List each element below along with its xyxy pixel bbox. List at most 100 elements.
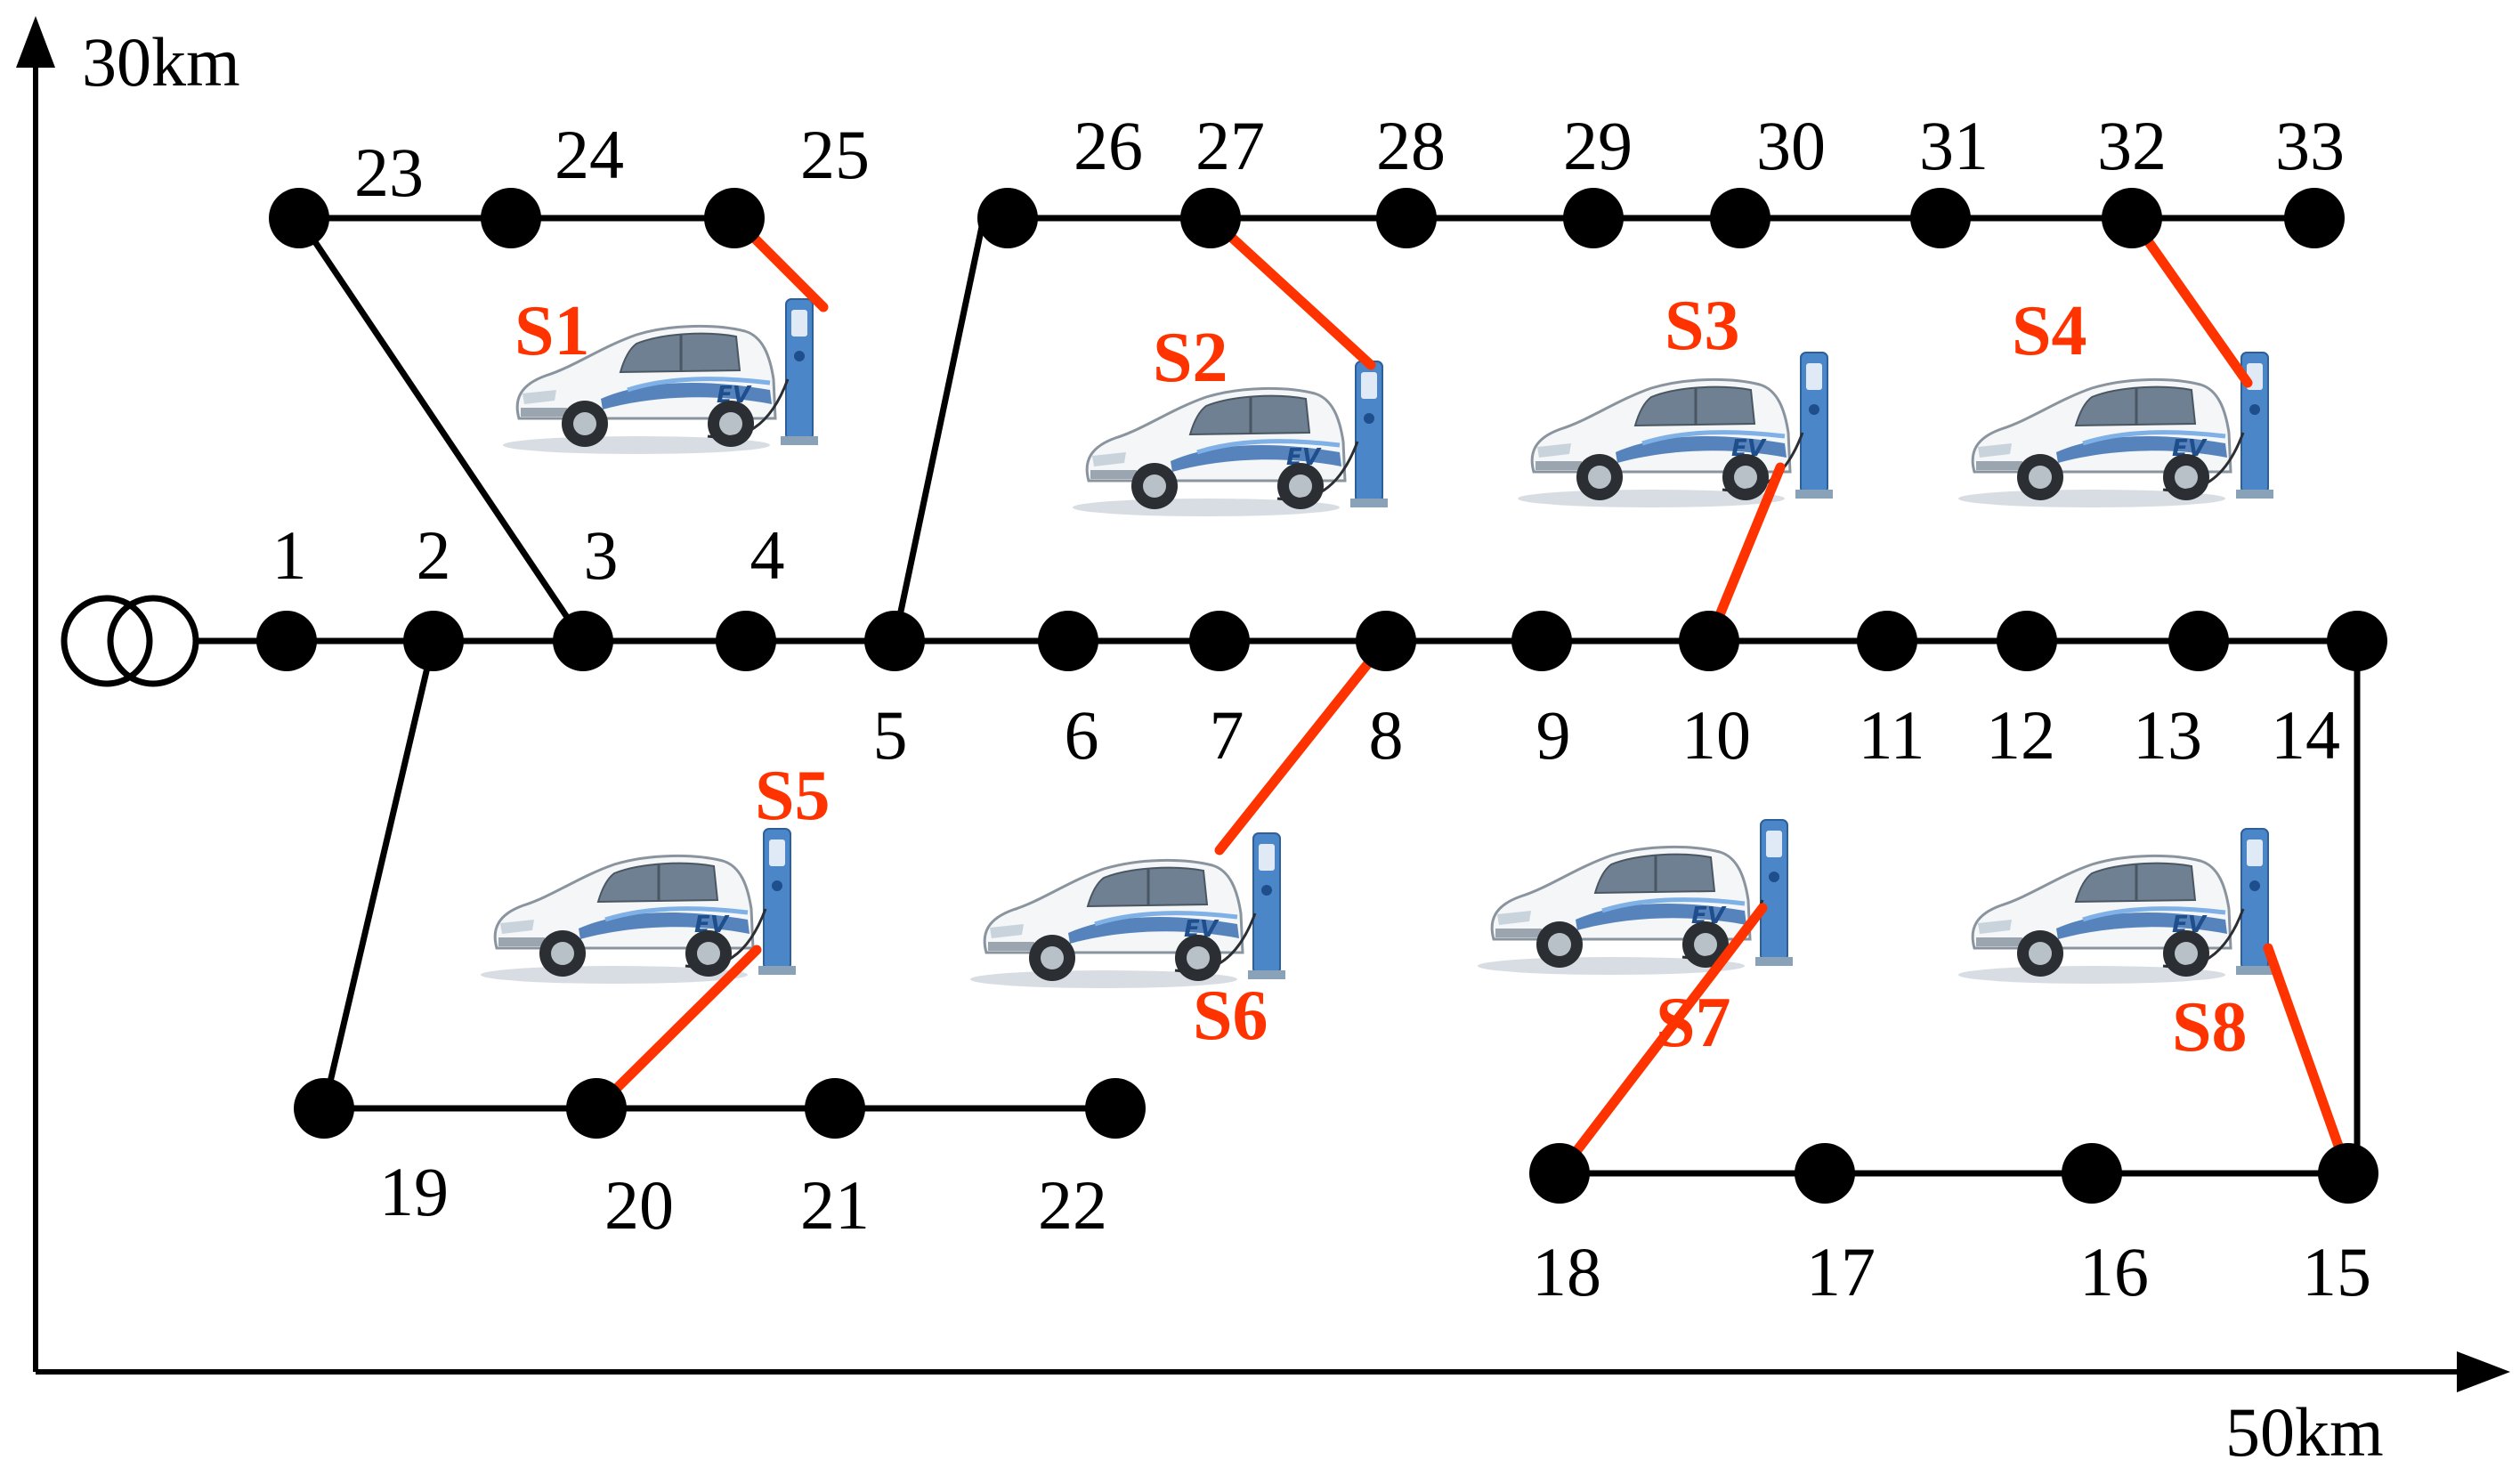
bus-label-22: 22 [1038, 1166, 1107, 1244]
bus-node-2 [403, 611, 464, 671]
station-label-s1: S1 [515, 292, 590, 370]
station-label-s3: S3 [1665, 287, 1740, 365]
bus-label-10: 10 [1681, 696, 1751, 774]
y-axis-label: 30km [82, 23, 240, 101]
y-axis-arrowhead [16, 16, 55, 68]
ev-charging-station-icon [1958, 829, 2273, 984]
bus-label-27: 27 [1195, 107, 1265, 184]
station-links [591, 213, 2354, 1179]
bus-label-30: 30 [1756, 107, 1826, 184]
station-link-s4 [2127, 213, 2253, 388]
bus-node-33 [2284, 188, 2345, 248]
ev-charging-station-icon [1073, 361, 1388, 516]
bus-node-16 [2062, 1143, 2122, 1204]
station-label-s5: S5 [755, 757, 831, 835]
bus-label-2: 2 [417, 516, 451, 594]
bus-label-19: 19 [379, 1153, 449, 1230]
bus-label-13: 13 [2133, 696, 2202, 774]
bus-nodes [256, 188, 2387, 1204]
bus-label-18: 18 [1532, 1233, 1601, 1310]
bus-node-21 [805, 1078, 865, 1139]
x-axis-label: 50km [2225, 1393, 2384, 1468]
line-3-23 [296, 216, 586, 643]
bus-label-17: 17 [1806, 1233, 1876, 1310]
bus-label-3: 3 [584, 516, 619, 594]
bus-node-31 [1910, 188, 1971, 248]
station-link-s7 [1554, 903, 1768, 1179]
bus-node-15 [2318, 1143, 2378, 1204]
bus-label-23: 23 [354, 134, 424, 211]
x-axis-arrowhead [2457, 1351, 2510, 1392]
bus-label-31: 31 [1919, 107, 1989, 184]
bus-label-9: 9 [1536, 696, 1571, 774]
station-link-s2 [1205, 213, 1376, 370]
bus-node-5 [864, 611, 925, 671]
bus-label-28: 28 [1376, 107, 1446, 184]
bus-label-12: 12 [1986, 696, 2055, 774]
bus-label-24: 24 [555, 116, 624, 193]
bus-label-7: 7 [1210, 696, 1244, 774]
bus-label-8: 8 [1369, 696, 1404, 774]
station-label-s6: S6 [1193, 977, 1268, 1055]
bus-node-1 [256, 611, 317, 671]
bus-label-1: 1 [272, 516, 307, 594]
bus-label-16: 16 [2079, 1233, 2149, 1310]
bus-node-20 [566, 1078, 627, 1139]
bus-node-9 [1511, 611, 1572, 671]
bus-node-29 [1563, 188, 1624, 248]
station-label-s2: S2 [1153, 319, 1228, 397]
bus-label-5: 5 [873, 696, 908, 774]
bus-label-33: 33 [2275, 107, 2345, 184]
bus-node-13 [2168, 611, 2229, 671]
line-2-19 [320, 640, 437, 1109]
bus-node-3 [553, 611, 613, 671]
bus-node-8 [1356, 611, 1416, 671]
line-14-15 [2348, 641, 2361, 1177]
bus-label-21: 21 [800, 1166, 870, 1244]
ev-charging-station-icon [970, 833, 1285, 988]
station-label-s4: S4 [2012, 292, 2087, 370]
station-link-s5 [591, 945, 762, 1114]
bus-node-7 [1189, 611, 1250, 671]
ev-charging-station-icon [1518, 353, 1833, 507]
transformer-icon [61, 595, 287, 687]
bus-label-11: 11 [1858, 696, 1924, 774]
station-link-s8 [2263, 943, 2354, 1179]
bus-label-6: 6 [1065, 696, 1099, 774]
bus-node-30 [1710, 188, 1770, 248]
bus-node-17 [1795, 1143, 1855, 1204]
station-link-s6 [1214, 636, 1391, 856]
bus-node-11 [1857, 611, 1917, 671]
bus-node-27 [1180, 188, 1241, 248]
bus-label-14: 14 [2271, 696, 2340, 774]
bus-node-32 [2102, 188, 2162, 248]
bus-node-18 [1529, 1143, 1590, 1204]
bus-node-22 [1085, 1078, 1146, 1139]
bus-node-14 [2327, 611, 2387, 671]
bus-node-28 [1376, 188, 1437, 248]
station-link-s3 [1704, 462, 1786, 646]
station-label-s7: S7 [1656, 984, 1731, 1062]
bus-node-24 [481, 188, 541, 248]
bus-label-15: 15 [2302, 1233, 2371, 1310]
bus-label-29: 29 [1563, 107, 1633, 184]
bus-node-10 [1679, 611, 1739, 671]
ev-charging-station-icon [1478, 820, 1793, 975]
bus-node-25 [704, 188, 765, 248]
bus-label-25: 25 [800, 116, 870, 193]
bus-label-4: 4 [750, 516, 785, 594]
station-label-s8: S8 [2172, 988, 2248, 1067]
bus-node-26 [977, 188, 1038, 248]
axes: 30km 50km [16, 16, 2510, 1468]
bus-node-6 [1038, 611, 1098, 671]
line-5-26 [891, 215, 1008, 642]
bus-node-23 [269, 188, 329, 248]
bus-label-26: 26 [1074, 107, 1143, 184]
bus-node-12 [1997, 611, 2057, 671]
bus-label-20: 20 [604, 1166, 674, 1244]
bus-label-32: 32 [2097, 107, 2167, 184]
ev-charging-station-icon [1958, 353, 2273, 507]
